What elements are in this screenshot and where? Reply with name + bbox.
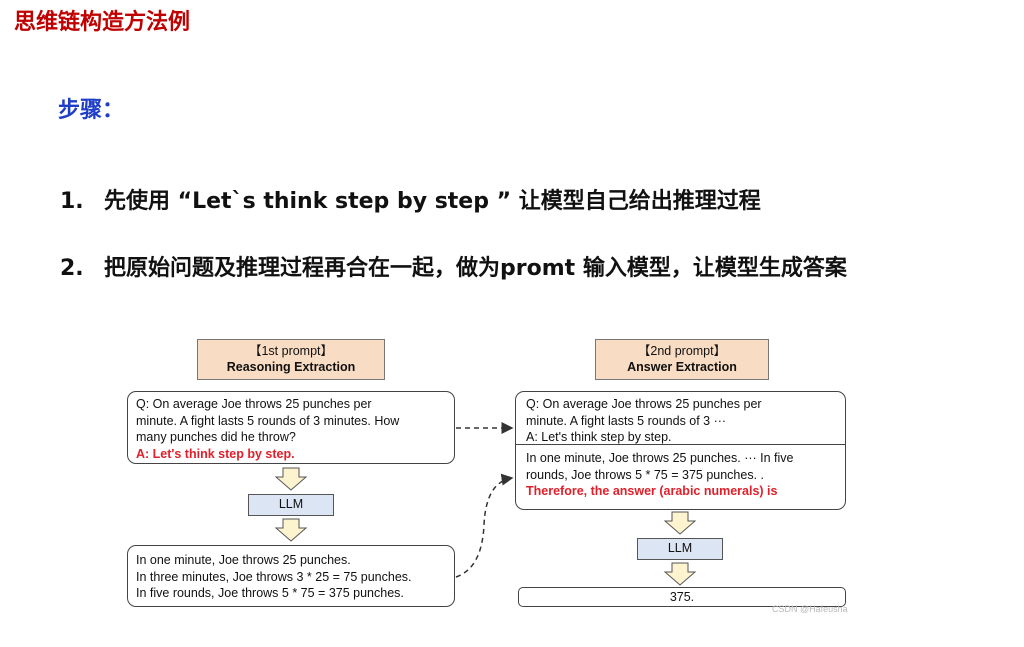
right-question-section: Q: On average Joe throws 25 punches per …	[516, 392, 845, 445]
second-prompt-header: 【2nd prompt】 Answer Extraction	[595, 339, 769, 380]
right-reasoning-section: In one minute, Joe throws 25 punches. ··…	[516, 445, 845, 505]
step-2: 2. 把原始问题及推理过程再合在一起，做为promt 输入模型，让模型生成答案	[60, 250, 847, 282]
left-question-box: Q: On average Joe throws 25 punches per …	[127, 391, 455, 464]
steps-heading: 步骤：	[58, 98, 125, 123]
second-prompt-label: 【2nd prompt】	[637, 344, 727, 358]
right-prompt-box: Q: On average Joe throws 25 punches per …	[515, 391, 846, 510]
left-llm-box: LLM	[248, 494, 334, 516]
question-line: minute. A fight lasts 5 rounds of 3 minu…	[136, 413, 400, 428]
first-prompt-label: 【1st prompt】	[248, 344, 334, 358]
watermark: CSDN @Hafeusha	[772, 604, 848, 614]
answer-trigger: Therefore, the answer (arabic numerals) …	[526, 484, 778, 498]
question-line: many punches did he throw?	[136, 430, 296, 444]
reasoning-extraction-label: Reasoning Extraction	[226, 360, 356, 374]
step-1-text: 先使用 “Let`s think step by step ” 让模型自己给出推…	[104, 189, 761, 214]
reasoning-line: rounds, Joe throws 5 * 75 = 375 punches.…	[526, 467, 765, 482]
reasoning-line: In one minute, Joe throws 25 punches. ··…	[526, 451, 794, 465]
down-arrow-icon	[663, 562, 697, 586]
page-title: 思维链构造方法例	[14, 10, 191, 35]
step-2-text: 把原始问题及推理过程再合在一起，做为promt 输入模型，让模型生成答案	[104, 256, 847, 281]
step-1: 1. 先使用 “Let`s think step by step ” 让模型自己给…	[60, 183, 761, 215]
output-line: In one minute, Joe throws 25 punches.	[136, 553, 351, 567]
dashed-arrow-reasoning	[455, 473, 514, 578]
question-line: A: Let's think step by step.	[526, 430, 672, 444]
reasoning-trigger: A: Let's think step by step.	[136, 446, 295, 461]
left-output-box: In one minute, Joe throws 25 punches. In…	[127, 545, 455, 607]
right-llm-box: LLM	[637, 538, 723, 560]
down-arrow-icon	[274, 467, 308, 491]
down-arrow-icon	[274, 518, 308, 542]
question-line: Q: On average Joe throws 25 punches per	[136, 397, 372, 411]
first-prompt-header: 【1st prompt】 Reasoning Extraction	[197, 339, 385, 380]
question-line: Q: On average Joe throws 25 punches per	[526, 397, 762, 411]
question-line: minute. A fight lasts 5 rounds of 3 ···	[526, 413, 727, 428]
output-line: In three minutes, Joe throws 3 * 25 = 75…	[136, 569, 412, 584]
step-1-number: 1.	[60, 189, 84, 214]
output-line: In five rounds, Joe throws 5 * 75 = 375 …	[136, 586, 404, 600]
step-2-number: 2.	[60, 256, 84, 281]
down-arrow-icon	[663, 511, 697, 535]
answer-box: 375.	[518, 587, 846, 607]
answer-extraction-label: Answer Extraction	[627, 360, 737, 374]
